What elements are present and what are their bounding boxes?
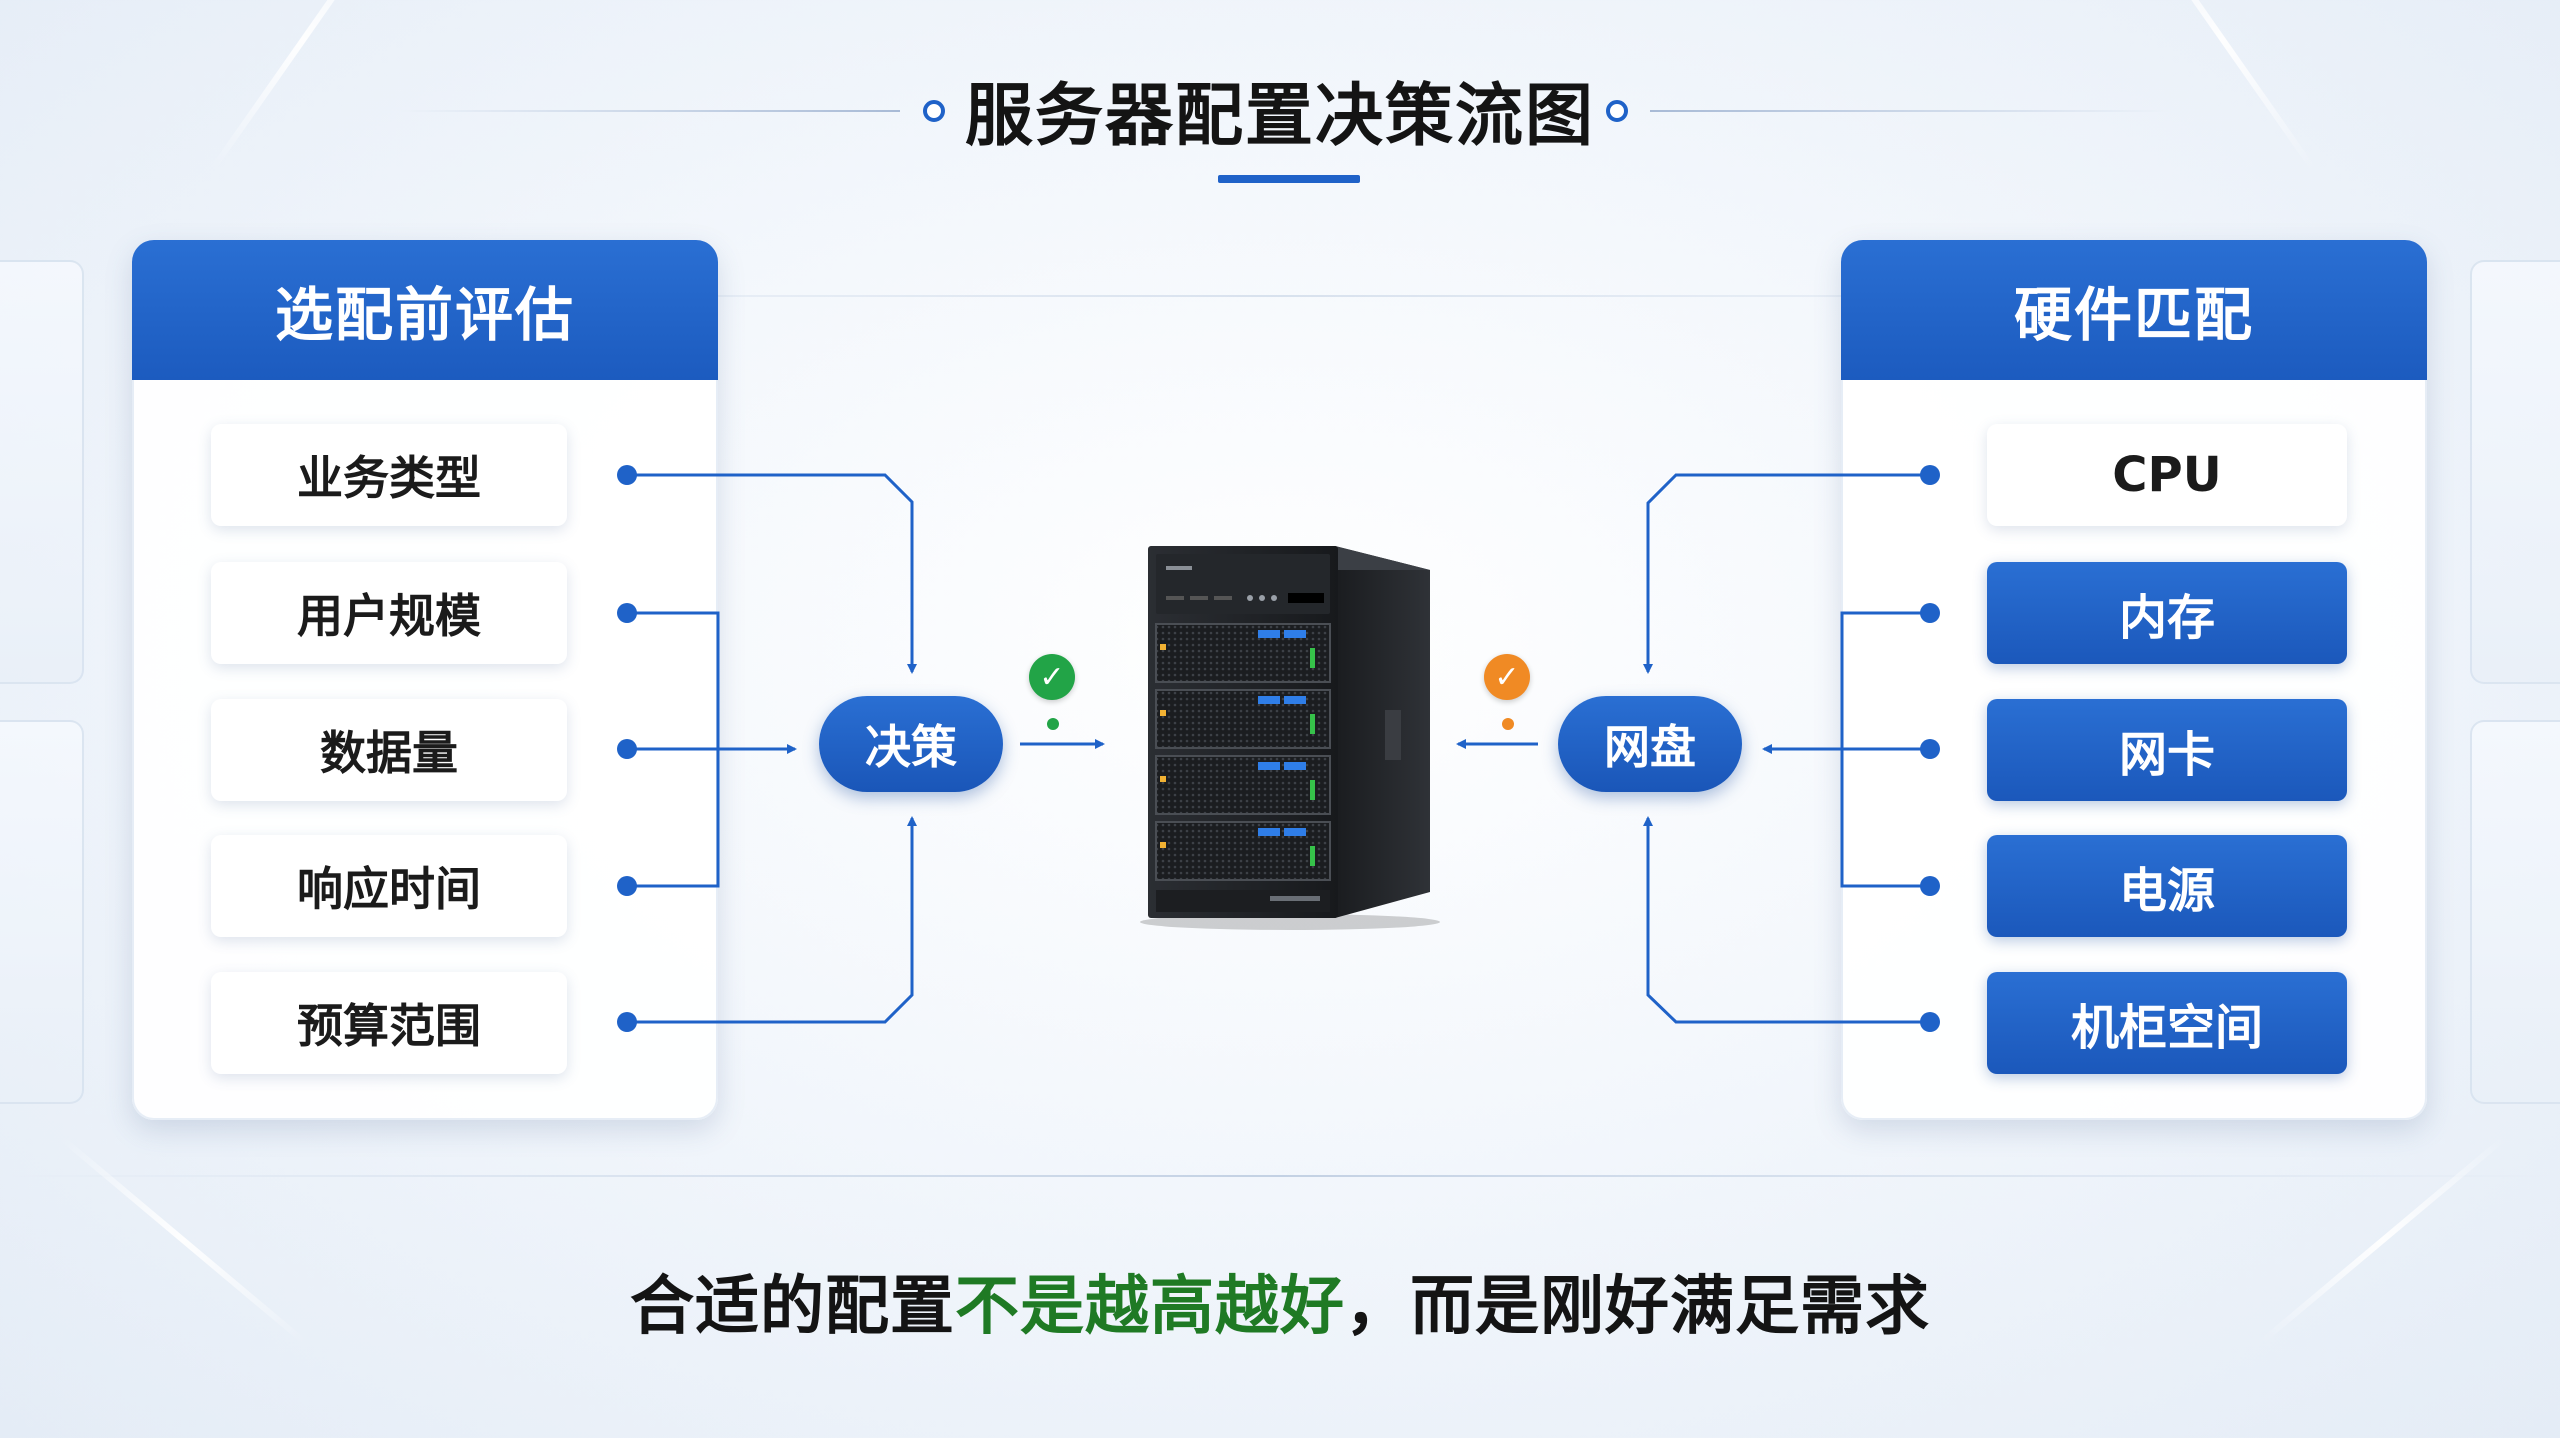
page-title: 服务器配置决策流图 [964,77,1595,156]
right-item-memory: 内存 [1987,562,2347,664]
right-item-cpu: CPU [1987,424,2347,526]
title-rule-left [400,110,900,112]
check-icon-orange: ✓ [1484,654,1530,700]
left-item-response-time: 响应时间 [211,835,567,937]
check-icon-green: ✓ [1029,654,1075,700]
connector-dot [1920,603,1940,623]
disk-node: 网盘 [1558,696,1742,792]
pre-evaluation-header: 选配前评估 [132,240,718,380]
left-item-label: 响应时间 [297,862,481,916]
right-item-label: CPU [2112,447,2222,503]
decision-label: 决策 [865,720,957,774]
bottom-caption: 合适的配置不是越高越好，而是刚好满足需求 [0,1255,2560,1347]
background-panel-right [2470,260,2560,684]
background-floor-line [0,1175,2560,1177]
right-item-label: 网卡 [2118,727,2215,783]
title-dot-right [1606,100,1628,122]
right-item-label: 电源 [2118,863,2215,919]
connector-dot [1920,1012,1940,1032]
connector-dot [617,876,637,896]
connector-dot [617,1012,637,1032]
connector-dot [617,739,637,759]
server-icon [1140,546,1440,930]
connector-budget-range [627,816,917,1024]
background-ceiling-line [300,295,2260,297]
connector-cpu [1643,473,1930,674]
right-item-label: 机柜空间 [2070,1000,2263,1056]
connector-dot [617,465,637,485]
background-panel-left [0,260,84,684]
left-item-label: 用户规模 [297,589,481,643]
right-item-power: 电源 [1987,835,2347,937]
left-item-data-volume: 数据量 [211,699,567,801]
connector-dot [1920,876,1940,896]
left-item-label: 数据量 [320,726,458,780]
caption-part-1: 合适的配置 [630,1270,955,1344]
status-dot-orange [1502,718,1514,730]
left-item-budget-range: 预算范围 [211,972,567,1074]
right-item-label: 内存 [2118,590,2215,646]
right-item-rack-space: 机柜空间 [1987,972,2347,1074]
decision-node: 决策 [819,696,1003,792]
caption-part-2: ，而是刚好满足需求 [1345,1270,1930,1344]
connector-dot [1920,465,1940,485]
title-dot-left [923,100,945,122]
background-panel-left-low [0,720,84,1104]
disk-label: 网盘 [1604,720,1696,774]
left-item-label: 预算范围 [297,999,481,1053]
left-item-label: 业务类型 [297,451,481,505]
title-underline [1218,175,1360,183]
connector-dot [617,603,637,623]
connector-rack-space [1643,816,1930,1024]
title-wrap: 服务器配置决策流图 [0,60,2560,159]
left-item-user-scale: 用户规模 [211,562,567,664]
connector-business-type [627,473,917,674]
background-panel-right-low [2470,720,2560,1104]
status-dot-green [1047,718,1059,730]
caption-highlight: 不是越高越好 [955,1270,1345,1344]
hardware-match-header: 硬件匹配 [1841,240,2427,380]
right-item-nic: 网卡 [1987,699,2347,801]
left-item-business-type: 业务类型 [211,424,567,526]
connector-dot [1920,739,1940,759]
